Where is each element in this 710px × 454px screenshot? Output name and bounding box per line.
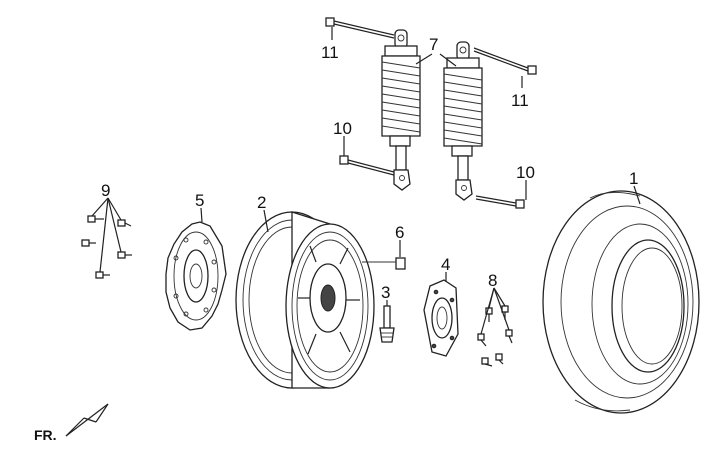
leader-lines-8 <box>480 287 510 335</box>
leader-line-7a <box>415 53 433 65</box>
bolt <box>505 329 513 344</box>
leader-lines-9 <box>91 197 122 273</box>
bolt <box>481 357 493 367</box>
leader-line-7b <box>439 53 457 67</box>
spacer-block <box>395 257 406 270</box>
shock-bolt-lower-left <box>339 155 395 176</box>
callout-10-left: 10 <box>333 119 352 138</box>
front-direction-label: FR. <box>34 427 57 443</box>
brake-disc <box>165 221 227 331</box>
bolt <box>117 251 132 259</box>
callout-7: 7 <box>429 35 438 54</box>
callout-11-left: 11 <box>321 43 339 62</box>
bolt <box>117 219 132 227</box>
callout-10-right: 10 <box>516 163 535 182</box>
shock-bolt-upper-left <box>325 17 395 39</box>
callout-9: 9 <box>101 181 110 200</box>
disc-carrier-plate <box>423 279 459 357</box>
wheel-rim <box>235 211 375 389</box>
callout-3: 3 <box>381 283 390 302</box>
leader-line-1 <box>633 185 641 205</box>
bolt <box>477 333 487 347</box>
callout-5: 5 <box>195 191 204 210</box>
disc-holes <box>173 237 217 317</box>
shock-bolt-lower-right <box>475 195 525 209</box>
bolt <box>95 271 110 279</box>
shock-absorber-right <box>443 41 483 201</box>
bolt <box>81 239 96 247</box>
valve-stem <box>379 305 395 343</box>
callout-8: 8 <box>488 271 497 290</box>
spring-coils-left <box>381 61 421 133</box>
leader-line-2 <box>263 209 269 233</box>
leader-line-5 <box>200 207 203 223</box>
rim-spokes <box>298 245 360 355</box>
shock-bolt-upper-right <box>473 47 537 75</box>
bolt-group-8 <box>477 305 513 367</box>
tire <box>542 190 700 414</box>
callout-2: 2 <box>257 193 266 212</box>
callout-4: 4 <box>441 255 450 274</box>
shock-absorber-left <box>381 29 421 191</box>
callout-1: 1 <box>629 169 638 188</box>
callout-6: 6 <box>395 223 404 242</box>
callout-11-right: 11 <box>511 91 529 110</box>
spring-coils-right <box>443 73 483 145</box>
bolt-group-9 <box>81 215 132 279</box>
bolt <box>87 215 104 223</box>
front-direction-arrow-icon <box>65 403 109 437</box>
bolt <box>495 353 504 365</box>
